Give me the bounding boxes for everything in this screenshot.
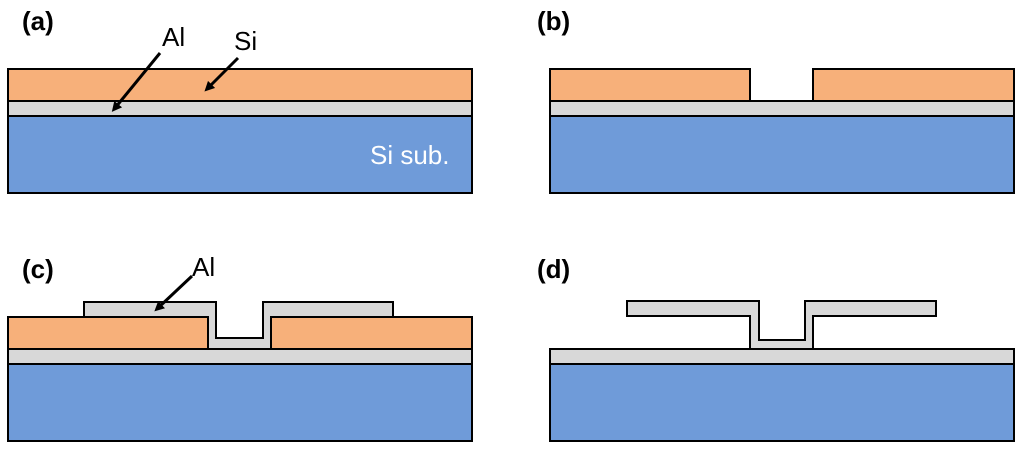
panel-d-label: (d) (537, 254, 570, 284)
panel-c-al-layer (7, 348, 473, 365)
panel-a-si-layer (7, 68, 473, 102)
panel-a-label: (a) (22, 6, 54, 36)
panel-a-al-layer (7, 100, 473, 117)
panel-a-substrate-label: Si sub. (370, 140, 450, 170)
panel-c-si-right (270, 316, 473, 350)
panel-a-al-arrow (111, 52, 162, 112)
panel-c-al-bridge (83, 301, 394, 350)
panel-a-si-arrow (204, 56, 240, 92)
panel-d-al-bridge (626, 300, 937, 350)
panel-a-si-callout: Si (234, 26, 257, 56)
panel-c-al-arrow (154, 274, 194, 312)
panel-c-al-callout: Al (192, 252, 215, 282)
panel-d-al-layer (549, 348, 1015, 365)
panel-b-al-layer (549, 100, 1015, 117)
panel-a: (a) Si sub. Al Si (7, 6, 473, 194)
panel-c-label: (c) (22, 254, 54, 284)
panel-a-al-callout: Al (162, 22, 185, 52)
panel-d-substrate (549, 363, 1015, 442)
panel-b-si-left (549, 68, 751, 102)
panel-d: (d) (537, 254, 1015, 442)
panel-c: (c) Al (7, 252, 473, 442)
panel-b-substrate (549, 115, 1015, 194)
panel-b-label: (b) (537, 6, 570, 36)
panel-c-si-left (7, 316, 209, 350)
panel-b-si-right (812, 68, 1015, 102)
panel-a-substrate (7, 115, 473, 194)
panel-c-substrate (7, 363, 473, 442)
panel-b: (b) (537, 6, 1015, 194)
